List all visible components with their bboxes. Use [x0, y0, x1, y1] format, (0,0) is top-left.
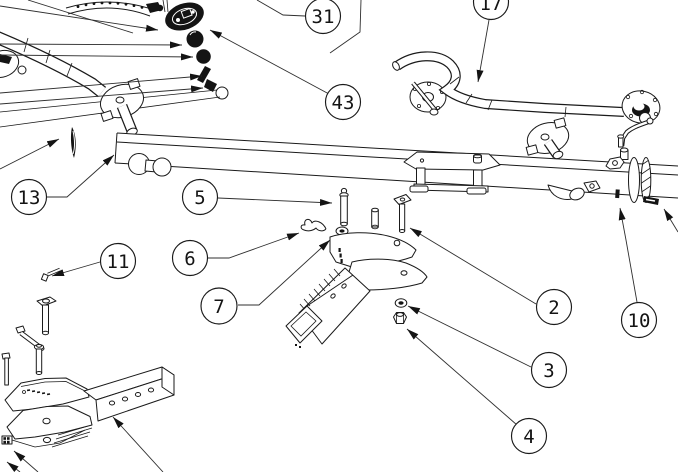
leader-hub-b — [0, 41, 183, 49]
callout-6-label: 6 — [184, 248, 195, 270]
callout-43: 43 — [324, 83, 362, 121]
leader-31 — [256, 0, 306, 17]
callout-31: 31 — [304, 0, 342, 35]
leader-hub-c — [0, 53, 194, 61]
hub-flange-left — [409, 81, 447, 116]
callout-4-label: 4 — [523, 426, 534, 448]
callout-4: 4 — [510, 417, 548, 455]
callout-5-label: 5 — [194, 187, 205, 209]
leader-unlabeled-top — [329, 0, 362, 54]
thin-bolt-left — [1, 352, 11, 386]
beam-bracket-right — [547, 180, 601, 201]
square-bolt-head — [1, 435, 13, 445]
flanged-washer — [335, 226, 349, 236]
spacer-discs — [615, 157, 659, 205]
callout-3-label: 3 — [543, 360, 554, 382]
callout-11: 11 — [99, 242, 137, 280]
t-handle-pin — [36, 296, 57, 336]
callout-3: 3 — [530, 351, 568, 389]
callout-17-label: 17 — [480, 0, 503, 15]
callout-6: 6 — [171, 239, 209, 277]
drawbar-bottom — [51, 366, 175, 448]
spacer-bushing — [371, 207, 379, 230]
roller-end — [215, 86, 229, 100]
leader-hub-a — [0, 5, 159, 32]
machine-parts — [0, 0, 678, 448]
callout-10-label: 10 — [628, 310, 651, 332]
callout-5: 5 — [181, 178, 219, 216]
leader-corner-offscreen — [6, 461, 21, 472]
beam-lug — [605, 156, 625, 170]
leader-blade-offscreen — [0, 138, 60, 170]
leader-5 — [217, 197, 333, 206]
hairpin-cotter — [300, 218, 327, 232]
callout-43-label: 43 — [332, 92, 355, 114]
callout-13-label: 13 — [18, 187, 41, 209]
leader-endpin-offscreen — [663, 208, 678, 233]
hitch-assembly-bottom — [1, 267, 175, 448]
leader-11 — [51, 261, 101, 277]
callout-7: 7 — [200, 287, 238, 325]
callout-balloons: 31 43 17 13 5 6 7 11 — [10, 0, 658, 455]
leader-13 — [46, 154, 115, 198]
roller-chain — [65, 0, 169, 17]
leader-3 — [407, 305, 532, 368]
bearing-ball-small — [196, 49, 211, 64]
callout-2: 2 — [535, 288, 573, 326]
clevis-pin — [339, 187, 349, 227]
callout-31-label: 31 — [312, 6, 335, 28]
leader-7 — [238, 239, 331, 306]
leader-6 — [208, 232, 300, 259]
bearing-ball-large — [186, 30, 204, 48]
hitch-clevis-middle — [285, 232, 428, 348]
callout-13: 13 — [10, 178, 48, 216]
roll-pin — [615, 189, 620, 199]
left-axle-tube — [0, 31, 144, 137]
callout-17: 17 — [472, 0, 510, 21]
callout-11-label: 11 — [107, 251, 130, 273]
hitch-plate-bottom — [6, 405, 93, 448]
leader-17 — [476, 19, 490, 83]
callout-2-label: 2 — [548, 297, 559, 319]
lock-nut — [393, 312, 407, 324]
small-bolt-11 — [40, 267, 61, 282]
hub-bearing-stack — [0, 2, 229, 128]
hub-flange-right — [621, 89, 661, 124]
spindle-plate-mid — [525, 117, 570, 160]
beam-bracket-left — [128, 153, 172, 177]
spacer-sleeve — [620, 147, 629, 160]
leader-hub-e — [0, 85, 204, 105]
leader-4 — [406, 328, 518, 426]
top-axle-tube-assembly — [392, 51, 661, 170]
beam-clamp-plate — [403, 151, 501, 195]
leader-hub-d — [0, 73, 203, 94]
leader-chain-tangent — [27, 0, 134, 34]
carriage-bolt — [393, 194, 412, 233]
hex-bolt-vertical — [33, 343, 45, 375]
leader-drawbar-offscreen — [112, 416, 164, 472]
callout-10: 10 — [620, 301, 658, 339]
leader-43 — [209, 29, 330, 95]
flat-washer — [394, 298, 408, 308]
leader-2 — [409, 227, 537, 305]
callout-7-label: 7 — [213, 296, 224, 318]
leader-10 — [618, 207, 638, 303]
crank-handle — [617, 117, 654, 148]
leader-sqbolt-offscreen — [13, 450, 39, 472]
coulter-blade — [70, 127, 76, 158]
edge-disc-fragment — [0, 49, 27, 79]
